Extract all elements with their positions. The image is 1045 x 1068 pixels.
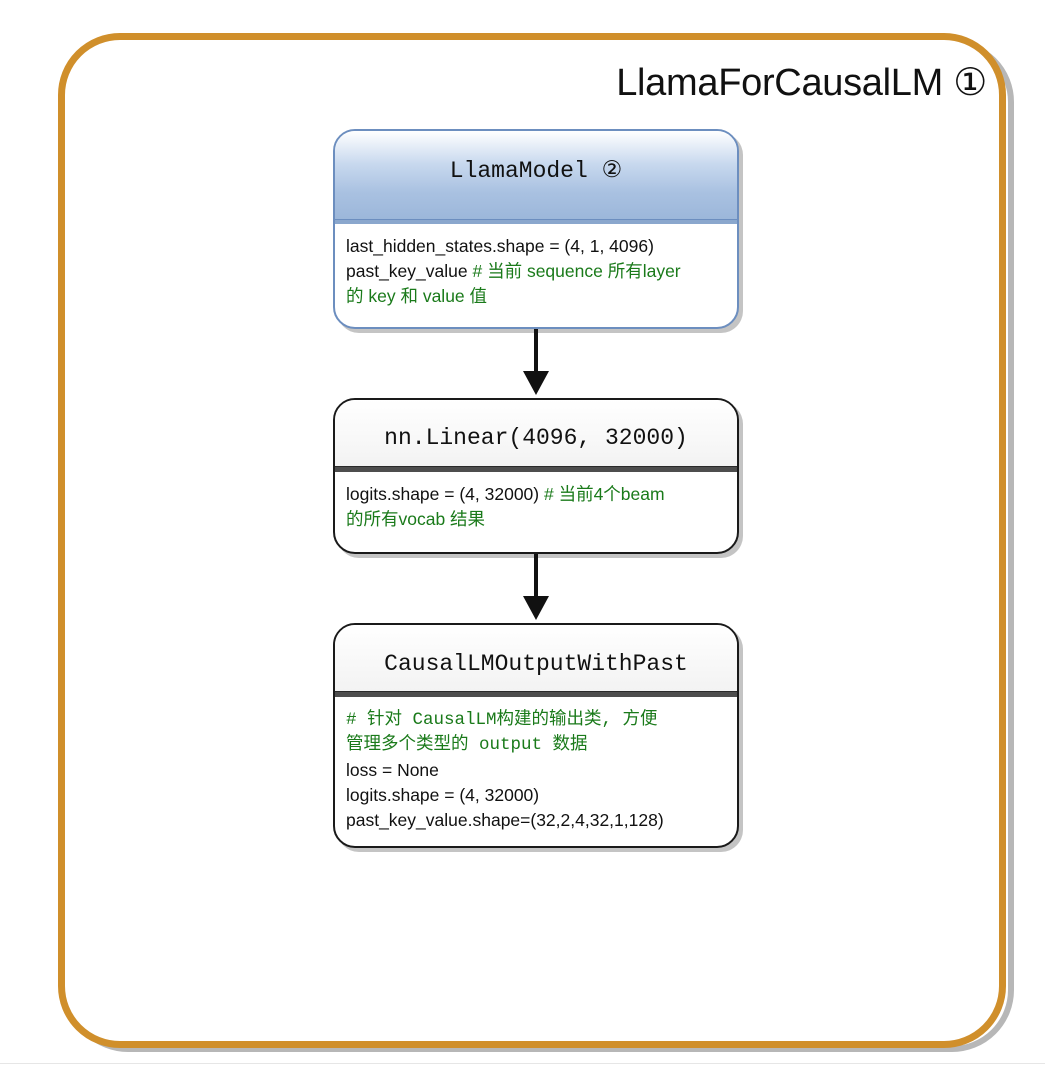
llama-model-line: past_key_value # 当前 sequence 所有layer	[346, 259, 727, 284]
arrow-down-icon	[523, 596, 549, 620]
arrow-llama-to-linear-line	[534, 329, 538, 375]
output-title: CausalLMOutputWithPast	[335, 625, 737, 691]
arrow-down-icon	[523, 371, 549, 395]
llama-model-line-comment: 的 key 和 value 值	[346, 286, 488, 306]
container-title: LlamaForCausalLM ①	[616, 62, 987, 104]
output-body: # 针对 CausalLM构建的输出类, 方便 管理多个类型的 output 数…	[335, 697, 737, 833]
output-comment-line: # 针对 CausalLM构建的输出类, 方便	[346, 710, 658, 730]
linear-title: nn.Linear(4096, 32000)	[335, 400, 737, 466]
page-bottom-divider	[0, 1063, 1045, 1064]
linear-line: 的所有vocab 结果	[346, 507, 727, 532]
causal-lm-output-box[interactable]: CausalLMOutputWithPast # 针对 CausalLM构建的输…	[333, 623, 739, 848]
linear-body: logits.shape = (4, 32000) # 当前4个beam 的所有…	[335, 472, 737, 532]
llama-model-line-comment: # 当前 sequence 所有layer	[472, 261, 681, 281]
llama-model-line: 的 key 和 value 值	[346, 284, 727, 309]
llama-model-divider	[335, 219, 737, 224]
output-line: loss = None	[346, 760, 439, 780]
linear-line-comment: # 当前4个beam	[543, 484, 665, 504]
llama-model-body: last_hidden_states.shape = (4, 1, 4096) …	[335, 224, 737, 309]
linear-line: logits.shape = (4, 32000) # 当前4个beam	[346, 482, 727, 507]
llama-model-line: last_hidden_states.shape = (4, 1, 4096)	[346, 234, 727, 259]
output-line: past_key_value.shape=(32,2,4,32,1,128)	[346, 810, 664, 830]
linear-box[interactable]: nn.Linear(4096, 32000) logits.shape = (4…	[333, 398, 739, 554]
arrow-linear-to-output-line	[534, 554, 538, 600]
llama-model-line-text: past_key_value	[346, 261, 473, 281]
output-divider	[335, 691, 737, 697]
linear-line-text: logits.shape = (4, 32000)	[346, 484, 544, 504]
linear-line-comment: 的所有vocab 结果	[346, 509, 486, 529]
output-line: logits.shape = (4, 32000)	[346, 785, 540, 805]
output-comment-line: 管理多个类型的 output 数据	[346, 735, 588, 755]
llama-model-line-text: last_hidden_states.shape = (4, 1, 4096)	[346, 236, 654, 256]
llama-model-title: LlamaModel ②	[335, 131, 737, 219]
linear-divider	[335, 466, 737, 472]
llama-model-box[interactable]: LlamaModel ② last_hidden_states.shape = …	[333, 129, 739, 329]
